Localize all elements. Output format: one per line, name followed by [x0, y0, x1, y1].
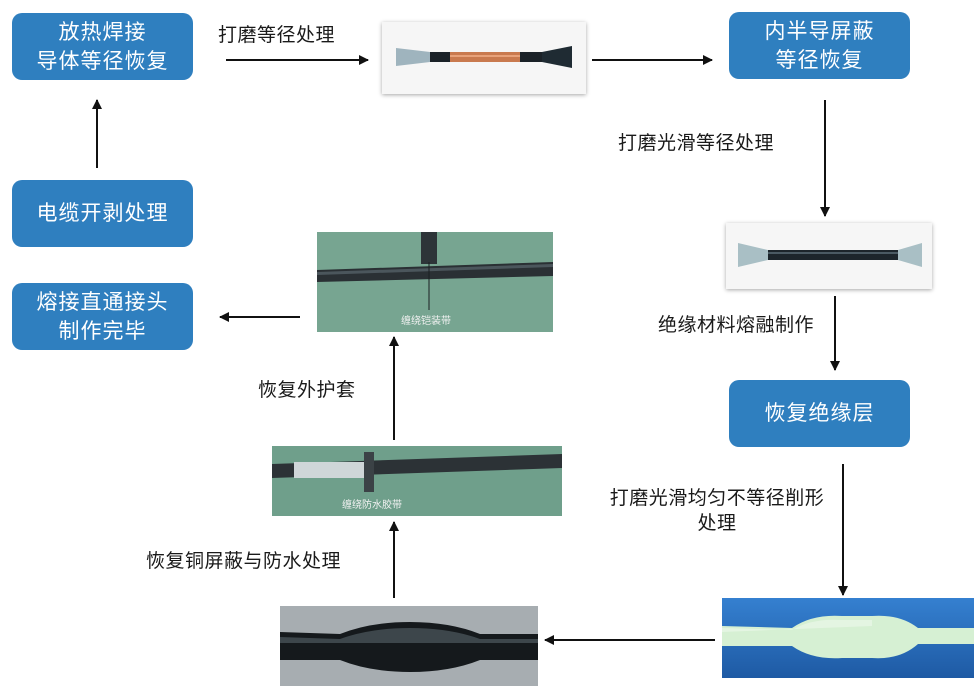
photo-tapered-insulation [722, 598, 974, 678]
box-inner-semiconductor: 内半导屏蔽 等径恢复 [729, 12, 910, 79]
box-cable-strip: 电缆开剥处理 [12, 180, 193, 247]
label-copper-waterproof: 恢复铜屏蔽与防水处理 [146, 550, 342, 572]
label-polish-taper: 打磨光滑均匀不等径削形 处理 [609, 487, 825, 534]
caption-armor-tape: 缠绕铠装带 [401, 316, 451, 327]
label-outer-sheath: 恢复外护套 [258, 379, 356, 401]
label-grind-equal: 打磨等径处理 [218, 24, 336, 46]
box-restore-insulation: 恢复绝缘层 [729, 380, 910, 447]
photo-waterproof-tape: 缠绕防水胶带 [272, 446, 562, 516]
label-insulation-melt: 绝缘材料熔融制作 [658, 314, 815, 336]
photo-copper-shield-cable [280, 606, 538, 686]
box-weld-conductor: 放热焊接 导体等径恢复 [12, 13, 193, 80]
caption-waterproof-tape: 缠绕防水胶带 [342, 500, 402, 511]
photo-semiconductor-restored [726, 223, 932, 289]
label-polish-equal: 打磨光滑等径处理 [618, 132, 775, 154]
box-joint-complete: 熔接直通接头 制作完毕 [12, 283, 193, 350]
photo-armor-tape: 缠绕铠装带 [317, 232, 553, 332]
photo-conductor-ground [382, 22, 586, 94]
